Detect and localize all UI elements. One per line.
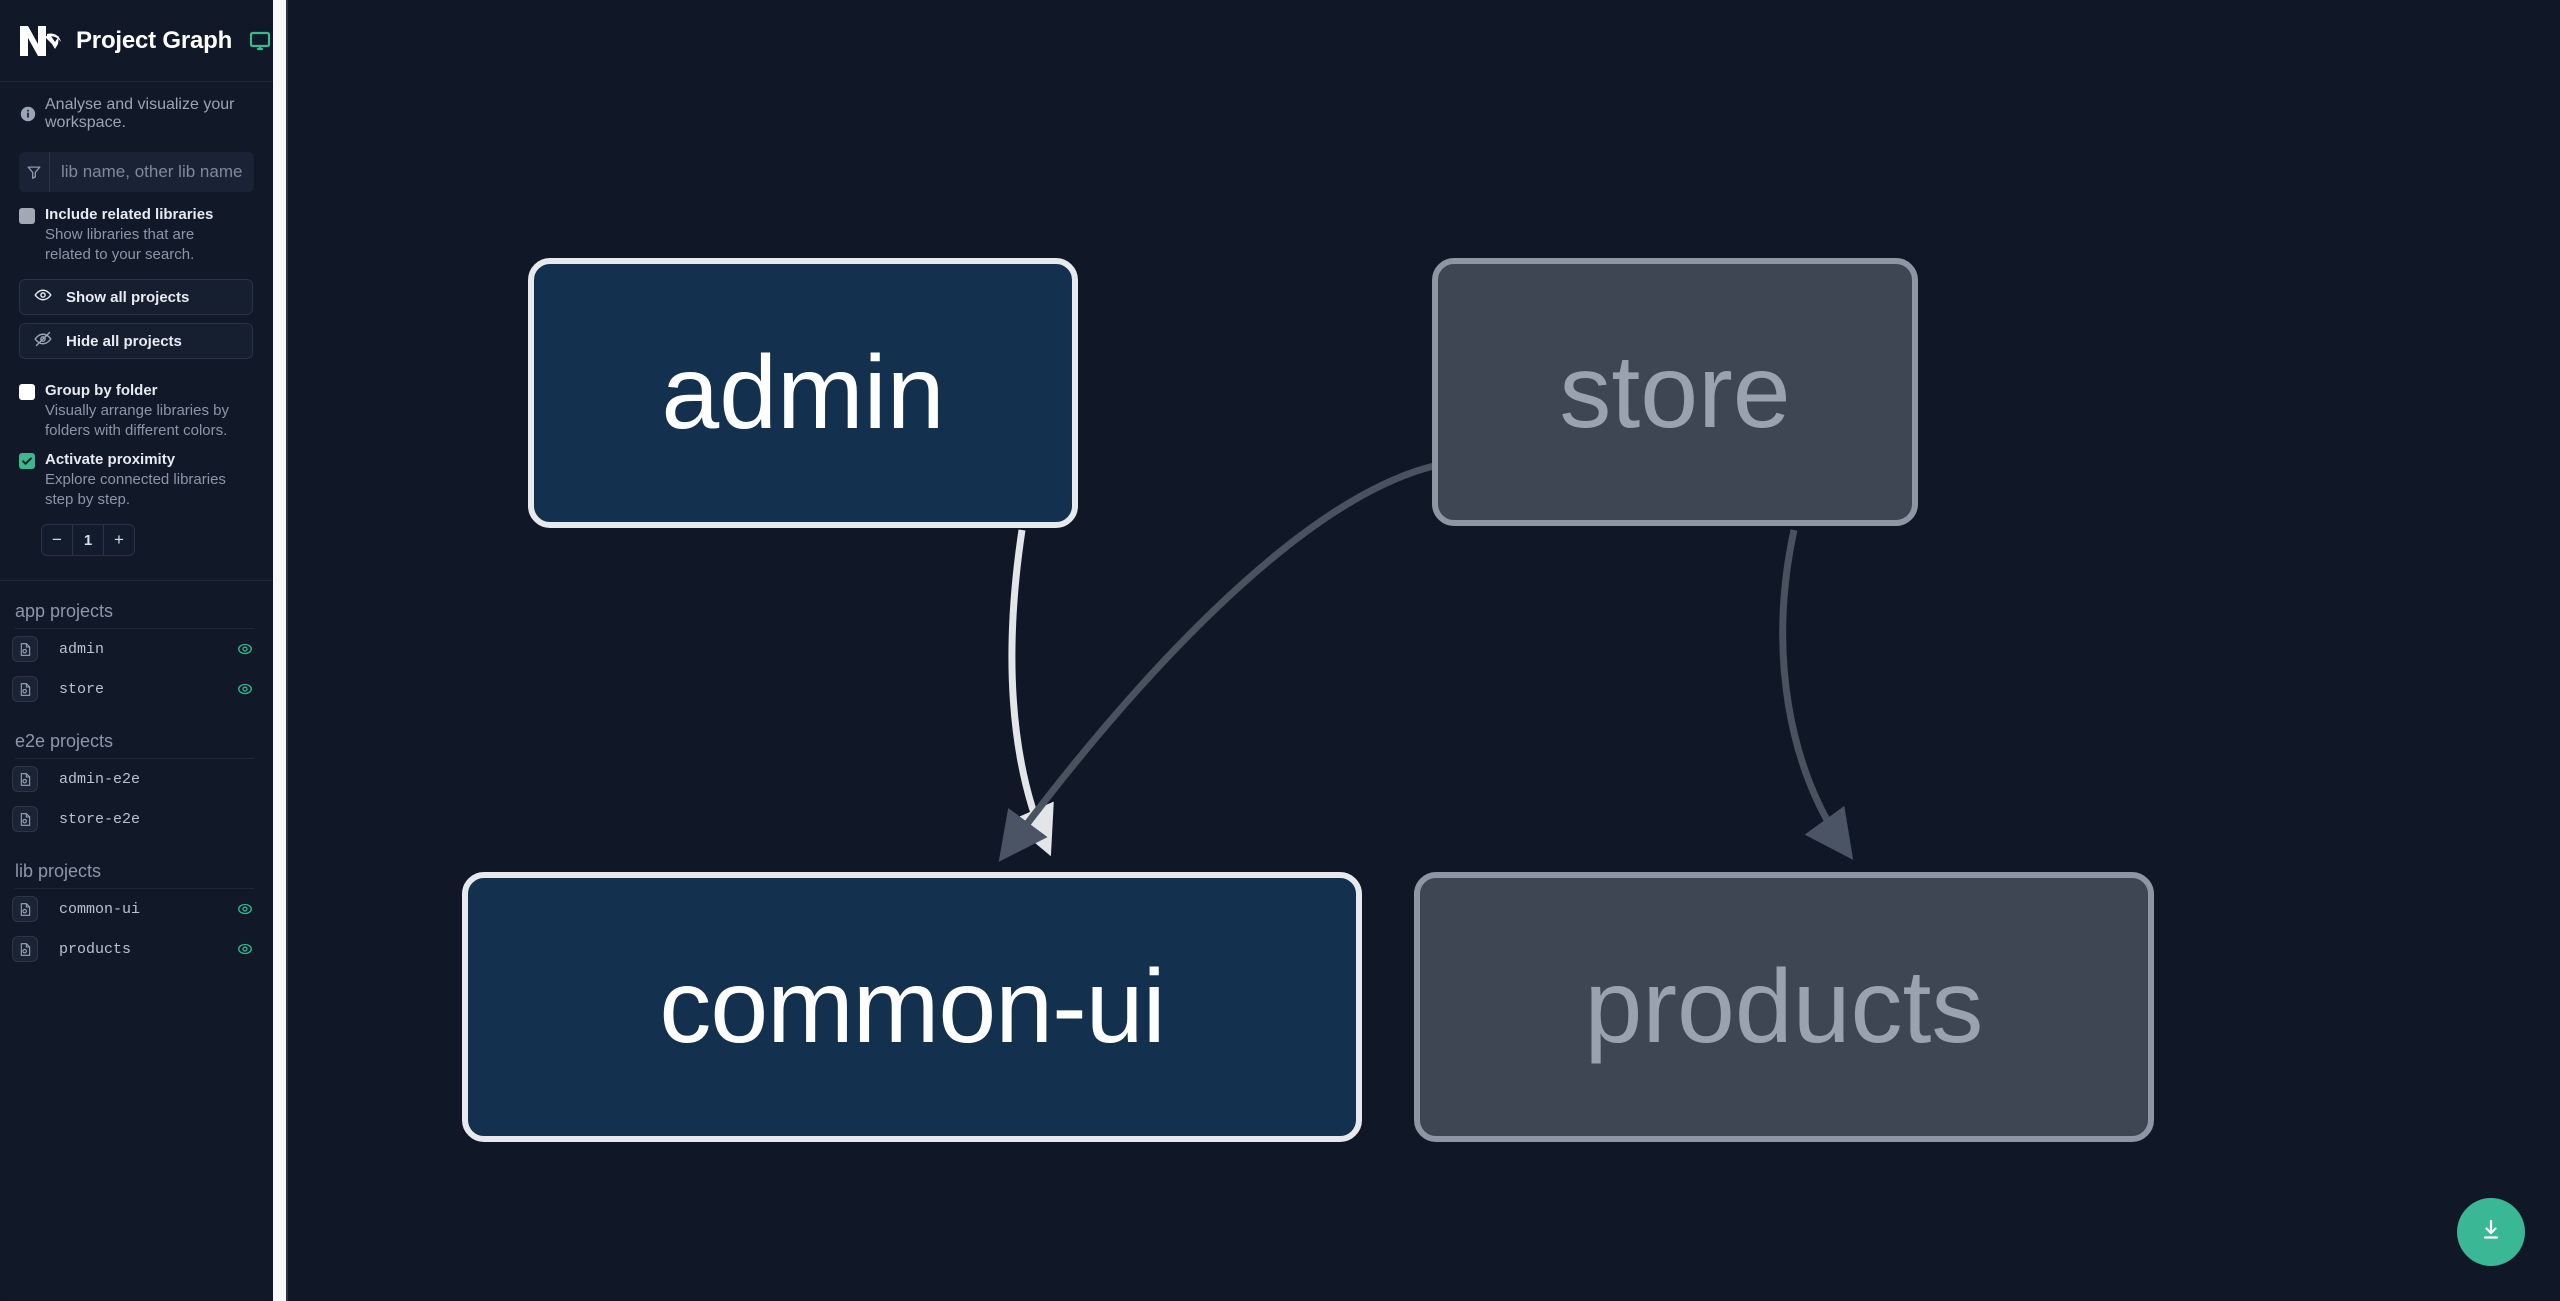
graph-canvas[interactable]: admin store common-ui products (286, 0, 2560, 1301)
graph-node-products[interactable]: products (1414, 872, 2154, 1142)
eye-off-icon (34, 330, 52, 353)
graph-node-label: admin (661, 335, 945, 451)
option-group-by-folder[interactable]: Group by folder Visually arrange librari… (0, 367, 273, 441)
eye-placeholder (236, 810, 254, 828)
project-file-icon (12, 806, 38, 832)
proximity-decrement-button[interactable]: − (52, 530, 62, 549)
project-name: store-e2e (59, 810, 141, 828)
graph-node-label: common-ui (659, 949, 1165, 1065)
eye-visible-icon[interactable] (236, 940, 254, 958)
project-row-store-e2e[interactable]: store-e2e (0, 799, 273, 839)
show-all-projects-label: Show all projects (66, 288, 190, 306)
search-area (0, 142, 273, 192)
funnel-icon (19, 152, 50, 192)
project-row-store[interactable]: store (0, 669, 273, 709)
option-label: Activate proximity (45, 451, 176, 468)
eye-placeholder (236, 770, 254, 788)
sidebar-divider-edge (286, 0, 288, 1301)
edge-store-to-common-ui (998, 462, 1435, 862)
visibility-buttons: Show all projects Hide all projects (0, 265, 273, 359)
hide-all-projects-label: Hide all projects (66, 332, 182, 350)
project-row-admin-e2e[interactable]: admin-e2e (0, 759, 273, 799)
sidebar: Project Graph Analyse and visualize your… (0, 0, 273, 1301)
page-title: Project Graph (76, 26, 233, 54)
nx-logo-icon (14, 18, 64, 64)
group-title-app-projects: app projects (15, 601, 114, 621)
search-box[interactable] (19, 152, 254, 192)
proximity-value: 1 (72, 525, 104, 555)
option-description: Visually arrange libraries by folders wi… (45, 402, 229, 439)
project-row-products[interactable]: products (0, 929, 273, 969)
group-rule (15, 758, 254, 759)
sidebar-divider-rule (0, 580, 273, 581)
project-file-icon (12, 676, 38, 702)
option-include-related-libraries[interactable]: Include related libraries Show libraries… (0, 192, 273, 265)
project-name: admin-e2e (59, 770, 141, 788)
tagline-text: Analyse and visualize your workspace. (45, 96, 235, 131)
edge-store-to-products (1779, 529, 1854, 860)
project-file-icon (12, 636, 38, 662)
project-name: admin (59, 640, 105, 658)
tagline: Analyse and visualize your workspace. (0, 82, 273, 142)
option-description: Show libraries that are related to your … (45, 226, 195, 263)
hide-all-projects-button[interactable]: Hide all projects (19, 323, 253, 359)
project-file-icon (12, 766, 38, 792)
option-label: Group by folder (45, 382, 158, 399)
group-rule (15, 888, 254, 889)
graph-edges (998, 462, 1854, 862)
info-icon (20, 106, 36, 122)
edge-admin-to-common-ui (1008, 529, 1054, 857)
monitor-icon[interactable] (248, 29, 272, 53)
proximity-stepper[interactable]: − 1 + (41, 524, 135, 556)
group-title-e2e-projects: e2e projects (15, 731, 114, 751)
project-file-icon (12, 936, 38, 962)
option-activate-proximity[interactable]: Activate proximity Explore connected lib… (0, 441, 273, 510)
proximity-increment-button[interactable]: + (114, 530, 124, 549)
project-name: products (59, 940, 132, 958)
project-row-admin[interactable]: admin (0, 629, 273, 669)
show-all-projects-button[interactable]: Show all projects (19, 279, 253, 315)
eye-icon (34, 286, 52, 309)
sidebar-resize-handle[interactable] (273, 0, 286, 1301)
eye-visible-icon[interactable] (236, 900, 254, 918)
eye-visible-icon[interactable] (236, 680, 254, 698)
project-file-icon (12, 896, 38, 922)
graph-node-common-ui[interactable]: common-ui (462, 872, 1362, 1142)
graph-node-label: products (1584, 949, 1984, 1065)
activate-proximity-checkbox[interactable] (19, 453, 35, 469)
project-name: store (59, 680, 105, 698)
download-button[interactable] (2457, 1198, 2525, 1266)
option-description: Explore connected libraries step by step… (45, 471, 226, 508)
graph-node-store[interactable]: store (1432, 258, 1918, 526)
project-name: common-ui (59, 900, 141, 918)
download-icon (2478, 1217, 2504, 1248)
group-by-folder-checkbox[interactable] (19, 384, 35, 400)
graph-node-label: store (1559, 334, 1791, 450)
include-related-libraries-checkbox[interactable] (19, 208, 35, 224)
group-title-lib-projects: lib projects (15, 861, 102, 881)
group-rule (15, 628, 254, 629)
graph-node-admin[interactable]: admin (528, 258, 1078, 528)
eye-visible-icon[interactable] (236, 640, 254, 658)
search-input[interactable] (50, 152, 254, 192)
project-row-common-ui[interactable]: common-ui (0, 889, 273, 929)
sidebar-header: Project Graph (0, 0, 273, 82)
option-label: Include related libraries (45, 206, 214, 223)
